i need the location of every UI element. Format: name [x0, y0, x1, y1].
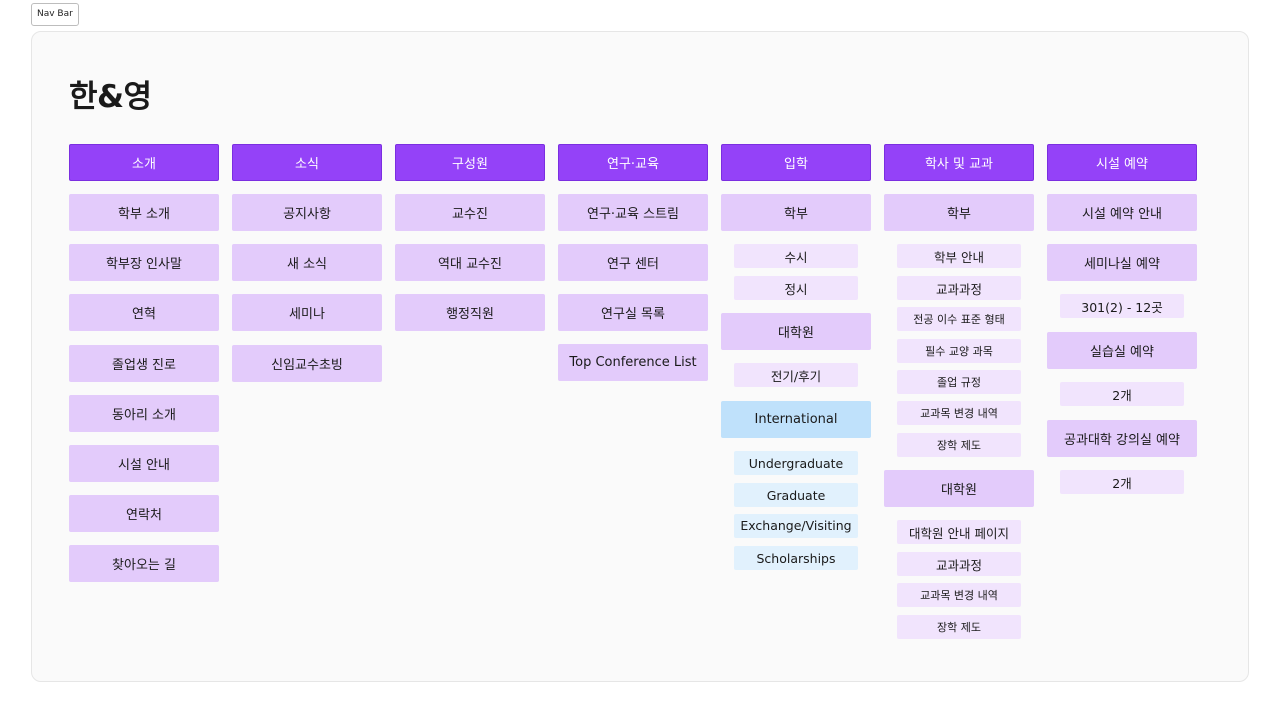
menu-sub-item-international[interactable]: Undergraduate: [734, 451, 858, 475]
menu-sub-item-international[interactable]: Scholarships: [734, 546, 858, 570]
menu-item[interactable]: 새 소식: [232, 244, 382, 281]
menu-item-lecture-room[interactable]: 공과대학 강의실 예약: [1047, 420, 1197, 457]
menu-item[interactable]: 찾아오는 길: [69, 545, 219, 582]
menu-sub-item-international[interactable]: Exchange/Visiting: [734, 514, 858, 538]
menu-sub-item[interactable]: 교과과정: [897, 552, 1021, 576]
nav-bar-label: Nav Bar: [31, 3, 79, 26]
menu-item[interactable]: 졸업생 진로: [69, 345, 219, 382]
menu-item[interactable]: Top Conference List: [558, 344, 708, 381]
menu-item[interactable]: 연구·교육 스트림: [558, 194, 708, 231]
menu-sub-item-international[interactable]: Graduate: [734, 483, 858, 507]
menu-head-news[interactable]: 소식: [232, 144, 382, 181]
menu-sub-item[interactable]: 전기/후기: [734, 363, 858, 387]
menu-head-people[interactable]: 구성원: [395, 144, 545, 181]
menu-sub-item[interactable]: 장학 제도: [897, 615, 1021, 639]
menu-item[interactable]: 세미나: [232, 294, 382, 331]
menu-sub-item[interactable]: 교과목 변경 내역: [897, 583, 1021, 607]
menu-sub-item[interactable]: 2개: [1060, 470, 1184, 494]
menu-item[interactable]: 역대 교수진: [395, 244, 545, 281]
menu-item[interactable]: 시설 안내: [69, 445, 219, 482]
menu-head-intro[interactable]: 소개: [69, 144, 219, 181]
menu-item[interactable]: 연구실 목록: [558, 294, 708, 331]
menu-sub-item[interactable]: 전공 이수 표준 형태: [897, 307, 1021, 331]
page-title: 한&영: [69, 79, 152, 115]
menu-sub-item[interactable]: 교과과정: [897, 276, 1021, 300]
menu-item[interactable]: 연혁: [69, 294, 219, 331]
menu-item[interactable]: 공지사항: [232, 194, 382, 231]
menu-item[interactable]: 시설 예약 안내: [1047, 194, 1197, 231]
menu-head-facilities[interactable]: 시설 예약: [1047, 144, 1197, 181]
menu-sub-item[interactable]: 필수 교양 과목: [897, 339, 1021, 363]
menu-item-grad[interactable]: 대학원: [884, 470, 1034, 507]
menu-item-lab[interactable]: 실습실 예약: [1047, 332, 1197, 369]
menu-sub-item[interactable]: 301(2) - 12곳: [1060, 294, 1184, 318]
menu-sub-item[interactable]: 대학원 안내 페이지: [897, 520, 1021, 544]
menu-item[interactable]: 학부 소개: [69, 194, 219, 231]
menu-item[interactable]: 교수진: [395, 194, 545, 231]
menu-sub-item[interactable]: 졸업 규정: [897, 370, 1021, 394]
menu-sub-item[interactable]: 정시: [734, 276, 858, 300]
menu-item[interactable]: 행정직원: [395, 294, 545, 331]
menu-item-undergrad[interactable]: 학부: [721, 194, 871, 231]
menu-item[interactable]: 동아리 소개: [69, 395, 219, 432]
menu-item[interactable]: 학부장 인사말: [69, 244, 219, 281]
menu-head-admission[interactable]: 입학: [721, 144, 871, 181]
menu-head-academics[interactable]: 학사 및 교과: [884, 144, 1034, 181]
menu-item-undergrad[interactable]: 학부: [884, 194, 1034, 231]
menu-item[interactable]: 신임교수초빙: [232, 345, 382, 382]
menu-item-international[interactable]: International: [721, 401, 871, 438]
menu-sub-item[interactable]: 장학 제도: [897, 433, 1021, 457]
menu-sub-item[interactable]: 수시: [734, 244, 858, 268]
menu-item[interactable]: 연구 센터: [558, 244, 708, 281]
menu-sub-item[interactable]: 2개: [1060, 382, 1184, 406]
menu-head-research[interactable]: 연구·교육: [558, 144, 708, 181]
menu-sub-item[interactable]: 학부 안내: [897, 244, 1021, 268]
menu-item-grad[interactable]: 대학원: [721, 313, 871, 350]
menu-item[interactable]: 연락처: [69, 495, 219, 532]
menu-item[interactable]: 세미나실 예약: [1047, 244, 1197, 281]
menu-sub-item[interactable]: 교과목 변경 내역: [897, 401, 1021, 425]
